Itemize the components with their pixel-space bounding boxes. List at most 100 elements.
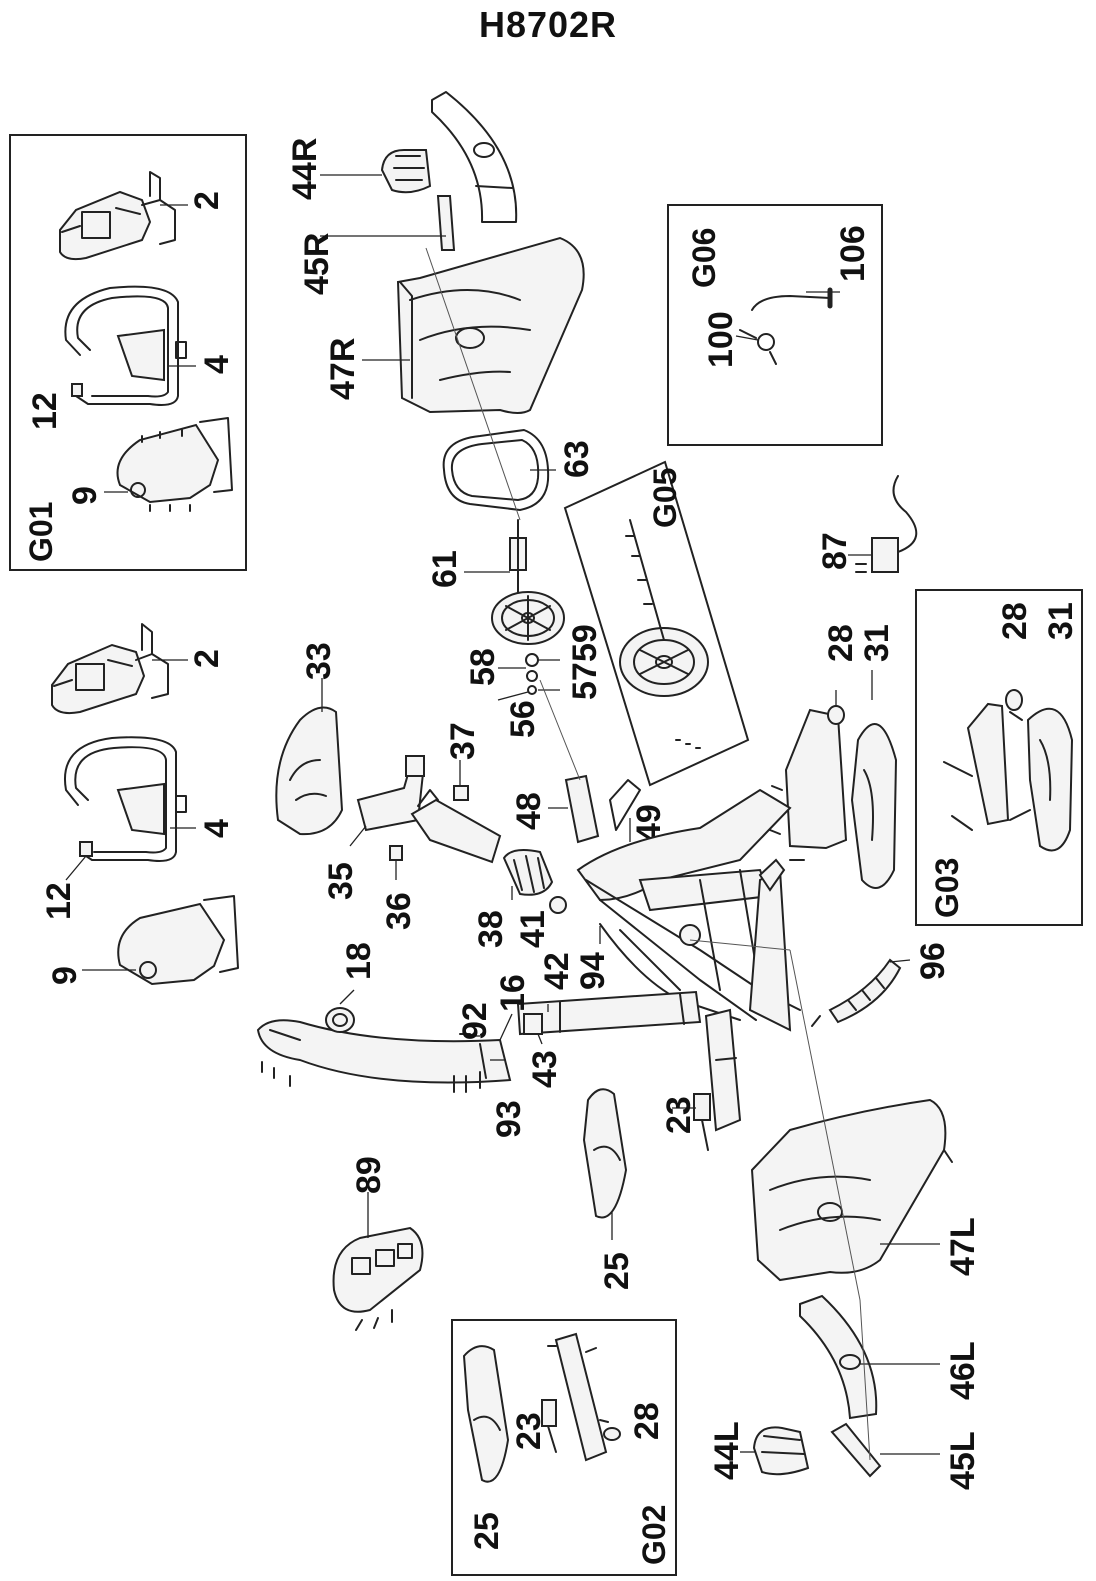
label-23-g02: 23: [510, 1412, 548, 1450]
foot-cover-25-part: [582, 1088, 628, 1219]
front-stabilizer-part-g02: [547, 1332, 621, 1462]
label-4-g01: 4: [198, 355, 236, 374]
main-frame-part: [576, 788, 801, 1032]
label-38: 38: [472, 910, 510, 948]
label-12-g01: 12: [26, 392, 64, 430]
label-35: 35: [322, 862, 360, 900]
cover-48-part: [564, 774, 600, 844]
label-100: 100: [702, 311, 740, 368]
label-106: 106: [834, 225, 872, 282]
label-31: 31: [858, 624, 896, 662]
label-41: 41: [514, 910, 552, 948]
sensor-wire-part: [739, 287, 833, 365]
label-57: 57: [566, 662, 604, 700]
console-part-g01: [59, 171, 176, 261]
label-59: 59: [566, 624, 604, 662]
axle-part: [509, 519, 527, 599]
label-16: 16: [494, 974, 532, 1012]
label-42: 42: [538, 952, 576, 990]
fastener-93-part: [453, 1071, 481, 1093]
label-18: 18: [340, 942, 378, 980]
seat-adjuster-part: [389, 845, 403, 861]
left-side-cover-part: [750, 1098, 953, 1282]
seat-slider-part: [356, 755, 426, 832]
handlebar-part-g01: [64, 285, 187, 406]
group-box-g06: [667, 204, 883, 446]
power-adapter-part: [855, 475, 918, 573]
label-33: 33: [300, 642, 338, 680]
label-47l: 47L: [944, 1217, 982, 1276]
cable-96-part: [811, 958, 902, 1027]
label-12: 12: [40, 882, 78, 920]
left-crank-part: [830, 1422, 882, 1478]
label-28-g03: 28: [996, 602, 1034, 640]
end-cap-part-g03: [1026, 707, 1074, 852]
right-pedal-part: [380, 149, 432, 194]
label-92: 92: [456, 1002, 494, 1040]
label-2: 2: [188, 649, 226, 668]
label-43: 43: [526, 1050, 564, 1088]
lower-cover-part: [799, 1294, 878, 1420]
left-pedal-part: [752, 1426, 810, 1476]
handle-post-part: [256, 1019, 512, 1087]
label-28-g02: 28: [628, 1402, 666, 1440]
label-61: 61: [426, 550, 464, 588]
rear-cover-part: [117, 895, 239, 986]
console-part: [51, 623, 169, 715]
seat-knob-part: [453, 785, 469, 801]
group-label-g01: G01: [23, 502, 59, 562]
display-panel-part: [332, 1226, 424, 1331]
bracket-49-part: [609, 779, 641, 831]
label-25: 25: [598, 1252, 636, 1290]
label-44l: 44L: [708, 1421, 746, 1480]
bolt-41-part: [549, 896, 567, 914]
label-9: 9: [46, 966, 84, 985]
label-48: 48: [510, 792, 548, 830]
label-56: 56: [504, 700, 542, 738]
group-label-g05: G05: [647, 468, 683, 528]
label-47r: 47R: [324, 338, 362, 400]
rear-stabilizer-part: [769, 705, 848, 861]
group-box-g05: [563, 460, 750, 787]
label-25-g02: 25: [468, 1512, 506, 1550]
label-87: 87: [816, 532, 854, 570]
label-45r: 45R: [298, 233, 336, 295]
rear-stabilizer-part-g03: [943, 689, 1031, 831]
label-63: 63: [558, 440, 596, 478]
label-94: 94: [574, 952, 612, 990]
foot-cover-part-g02: [462, 1345, 510, 1483]
knob-part-g01: [71, 383, 83, 397]
label-31-g03: 31: [1042, 602, 1080, 640]
group-label-g06: G06: [686, 228, 722, 288]
flywheel-part: [619, 519, 709, 749]
damper-part-g02: [541, 1399, 557, 1453]
tension-knob-part: [325, 1007, 355, 1033]
label-9-g01: 9: [66, 486, 104, 505]
group-label-g03: G03: [929, 858, 965, 918]
label-23: 23: [660, 1096, 698, 1134]
label-45l: 45L: [944, 1431, 982, 1490]
label-37: 37: [444, 722, 482, 760]
seat-part: [275, 706, 344, 836]
damper-23-part: [693, 1093, 711, 1151]
label-93: 93: [490, 1100, 528, 1138]
upper-cover-part: [431, 91, 518, 223]
end-cap-part: [850, 723, 898, 889]
label-46l: 46L: [944, 1341, 982, 1400]
front-tube-part: [704, 1008, 742, 1132]
label-2-g01: 2: [188, 191, 226, 210]
seat-tube-part: [516, 990, 702, 1036]
group-box-g02: [451, 1319, 677, 1576]
label-89: 89: [350, 1156, 388, 1194]
pulley-part: [491, 591, 565, 645]
label-44r: 44R: [286, 138, 324, 200]
belt-part: [442, 429, 550, 511]
rear-cover-part-g01: [116, 417, 233, 512]
diagram-title: H8702R: [478, 4, 618, 45]
seat-post-part: [410, 789, 502, 864]
right-crank-part: [436, 195, 456, 251]
bearing-stack-part: [525, 653, 539, 695]
group-label-g02: G02: [636, 1505, 672, 1565]
grip-part: [502, 849, 554, 896]
